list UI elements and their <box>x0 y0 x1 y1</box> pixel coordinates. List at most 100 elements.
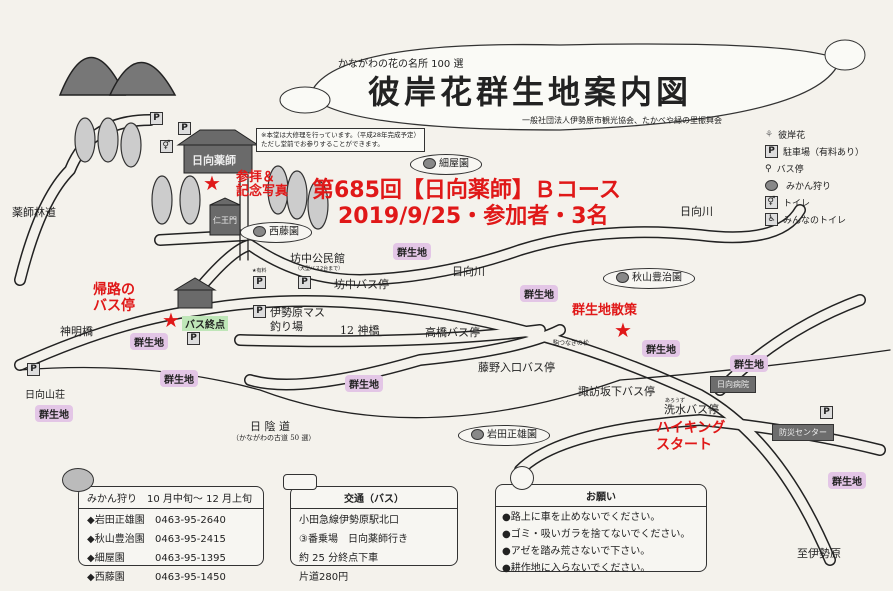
legend-label: トイレ <box>783 199 811 209</box>
temple-label: 日向薬師 <box>192 154 236 167</box>
bus-line: ③番乗場 日向薬師行き <box>299 534 408 545</box>
request-line: ●路上に車を止めないでください。 <box>502 512 661 523</box>
parking-icon: P <box>298 276 311 289</box>
orchard-name: ◆岩田正雄園 <box>87 515 145 526</box>
yakushi-rindo-label: 薬師林道 <box>12 206 56 219</box>
legend-item: ⚲ バス停 <box>765 160 864 177</box>
temple-building <box>173 129 260 309</box>
paid-label: ★有料 <box>252 268 267 274</box>
star-marker: ★ <box>162 308 180 332</box>
mikan-box-title: みかん狩り 10 月中旬～ 12 月上旬 <box>79 487 263 509</box>
orchard-label: 岩田正雄園 <box>487 429 537 441</box>
parking-icon: P <box>820 406 833 419</box>
parking-icon: P <box>150 112 163 125</box>
return-bus-annotation: 帰路の バス停 <box>93 282 135 314</box>
mikan-icon <box>253 226 266 237</box>
gunsei-label: 群生地 <box>520 285 558 302</box>
bus-info-box: 交通（バス） 小田急線伊勢原駅北口 ③番乗場 日向薬師行き 約 25 分終点下車… <box>290 486 458 583</box>
hikage-road-label: 日 陰 道 <box>250 420 290 433</box>
legend-item: みかん狩り <box>765 177 864 194</box>
star-marker: ★ <box>203 171 221 195</box>
river-label: 日向川 <box>452 265 485 278</box>
request-line: ●ゴミ・吸いガラを捨てないでください。 <box>502 529 691 540</box>
legend-item: P 駐車場（有料あり） <box>765 143 864 160</box>
bus-box-title: 交通（バス） <box>291 487 457 509</box>
parking-icon: P <box>27 363 40 376</box>
toilet-icon: ⚥ <box>160 140 173 153</box>
orchard-name: ◆西藤園 <box>87 572 125 583</box>
niomon-label: 仁王門 <box>213 216 237 225</box>
mikan-icon <box>471 429 484 440</box>
bochu-bus-stop: 坊中バス停 <box>334 278 389 291</box>
fujino-bus-stop: 藤野入口バス停 <box>478 361 555 374</box>
sanso-label: 日向山荘 <box>25 390 65 401</box>
bochu-hall-label: 坊中公民館 <box>290 252 345 265</box>
mikan-icon <box>616 272 629 283</box>
subtitle: かながわの花の名所 100 選 <box>338 59 464 70</box>
mikan-row: ◆岩田正雄園 0463-95-2640 <box>79 509 263 528</box>
orchard-name: ◆細屋園 <box>87 553 125 564</box>
bus-icon <box>283 474 317 490</box>
phone-number: 0463-95-2415 <box>155 534 226 545</box>
star-marker: ★ <box>614 318 632 342</box>
parking-icon: P <box>253 276 266 289</box>
higanbana-icon: ⚘ <box>765 129 774 140</box>
legend-item: ⚥トイレ <box>765 194 864 211</box>
shinmei-bridge-label: 神明橋 <box>60 325 93 338</box>
mikan-row: ◆西藤園 0463-95-1450 <box>79 566 263 585</box>
hospital-building: 日向病院 <box>710 376 756 393</box>
legend-item: ⚘ 彼岸花 <box>765 126 864 143</box>
mikan-icon <box>62 468 94 492</box>
parking-icon: P <box>253 305 266 318</box>
request-box-title: お願い <box>496 485 706 507</box>
legend-label: 駐車場（有料あり） <box>783 148 865 158</box>
parking-icon: P <box>178 122 191 135</box>
note-line: ※本堂は大修理を行っています。（平成28年完成予定） <box>261 131 420 139</box>
mikan-row: ◆秋山豊治園 0463-95-2415 <box>79 528 263 547</box>
hiking-start-annotation: ハイキング スタート <box>656 420 726 453</box>
jinkyo-label: 12 神橋 <box>340 324 380 337</box>
legend-label: みんなのトイレ <box>783 216 847 226</box>
note-line: ただし堂前でお参りすることができます。 <box>261 140 384 148</box>
outing-title: 第685回【日向薬師】Ｂコース <box>312 178 621 203</box>
mikan-icon <box>765 180 778 191</box>
arau-ruby: あろうず <box>665 398 686 404</box>
gunsei-label: 群生地 <box>730 355 768 372</box>
legend: ⚘ 彼岸花 P 駐車場（有料あり） ⚲ バス停 みかん狩り ⚥トイレ ♿みんなのトイレ <box>765 126 864 228</box>
orchard-label: 西藤園 <box>269 226 299 238</box>
legend-label: バス停 <box>776 165 804 175</box>
iwata-orchard: 岩田正雄園 <box>458 425 550 446</box>
to-isehara-label: 至伊勢原 <box>797 547 841 560</box>
bus-line: 約 25 分終点下車 <box>299 553 379 564</box>
legend-label: みかん狩り <box>786 182 832 192</box>
gunsei-label: 群生地 <box>393 243 431 260</box>
arau-bus-stop: 洗水バス停 <box>664 403 719 416</box>
legend-label: 彼岸花 <box>778 131 806 141</box>
phone-number: 0463-95-1450 <box>155 572 226 583</box>
bus-terminal: バス終点 <box>182 316 228 331</box>
bus-stop-icon: ⚲ <box>765 163 772 174</box>
organizers: 一般社団法人伊勢原市観光協会、たかべや緑の里振興会 <box>522 116 722 125</box>
center-building: 防災センター <box>772 424 834 441</box>
orchard-name: ◆秋山豊治園 <box>87 534 145 545</box>
request-line: ●耕作地に入らないでください。 <box>502 563 651 574</box>
request-line: ●アゼを踏み荒さないで下さい。 <box>502 546 651 557</box>
mascot-icon <box>510 466 534 490</box>
gunsei-label: 群生地 <box>35 405 73 422</box>
mikan-icon <box>423 158 436 169</box>
phone-number: 0463-95-2640 <box>155 515 226 526</box>
parking-icon: P <box>765 145 778 158</box>
outing-date: 2019/9/25・参加者・3名 <box>338 204 609 229</box>
sansaku-annotation: 群生地散策 <box>572 303 638 318</box>
bochu-hall-note: （大型バス2台まで） <box>295 266 344 272</box>
gunsei-label: 群生地 <box>345 375 383 392</box>
saito-orchard: 西藤園 <box>240 222 312 243</box>
legend-item: ♿みんなのトイレ <box>765 211 864 228</box>
note-box: ※本堂は大修理を行っています。（平成28年完成予定） ただし堂前でお参りすること… <box>256 128 425 152</box>
bus-line: 小田急線伊勢原駅北口 <box>299 515 399 526</box>
page-title: 彼岸花群生地案内図 <box>368 73 693 111</box>
hikage-road-note: （かながわの古道 50 選） <box>232 434 316 442</box>
gunsei-label: 群生地 <box>160 370 198 387</box>
